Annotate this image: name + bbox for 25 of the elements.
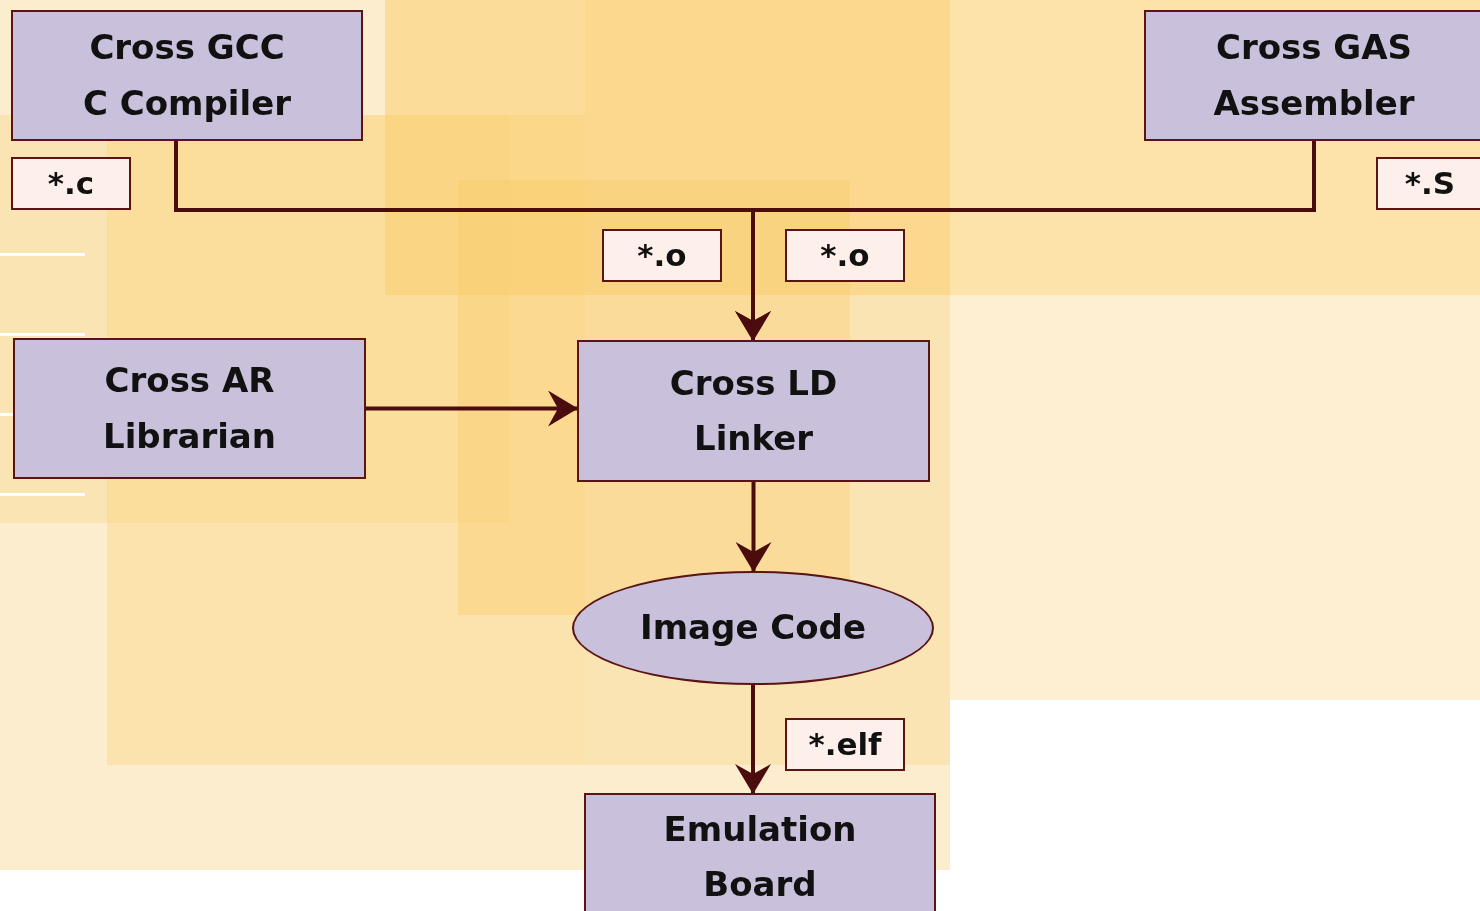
node-label: *.elf: [808, 729, 882, 760]
node-label: Emulation Board: [662, 807, 858, 906]
process-box: [11, 10, 363, 141]
arrow: [366, 390, 578, 427]
file-tag: [785, 229, 905, 282]
node-label: *.o: [820, 240, 870, 271]
node-label: *.S: [1404, 168, 1456, 199]
node-label: *.c: [47, 168, 95, 199]
file-tag: [1376, 157, 1480, 210]
node-label: Cross LD Linker: [668, 361, 839, 460]
node-label: Cross GAS Assembler: [1212, 26, 1416, 125]
arrow: [735, 482, 772, 572]
process-box: [1144, 10, 1480, 141]
node-label: Cross AR Librarian: [102, 359, 277, 458]
node-label: Cross GCC C Compiler: [82, 26, 292, 125]
node-label: Image Code: [640, 606, 866, 650]
file-tag: [602, 229, 722, 282]
arrow: [735, 685, 771, 794]
process-box: [584, 793, 936, 911]
node-label: *.o: [637, 240, 687, 271]
arrow: [735, 141, 1316, 341]
file-tag: [11, 157, 131, 210]
process-box: [577, 340, 930, 482]
process-box: [13, 338, 366, 479]
file-tag: [785, 718, 905, 771]
